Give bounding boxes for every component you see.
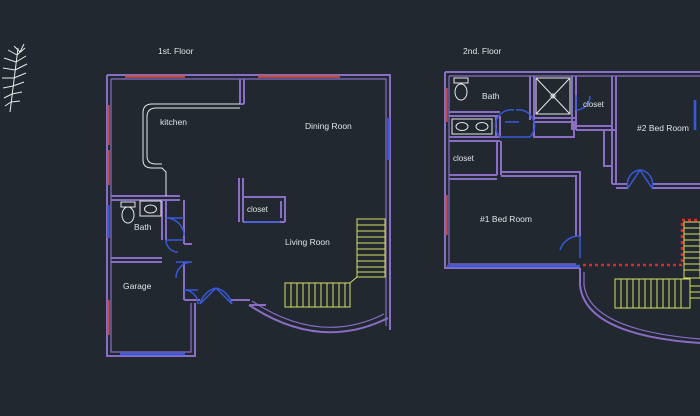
kitchen-counter [142,103,240,196]
room-label-closet-2b: closet [453,154,475,163]
stair-railing [583,218,700,267]
room-label-bath-2: Bath [482,91,500,101]
room-label-bath: Bath [134,222,152,232]
sink-icon [139,200,162,217]
room-label-closet: closet [247,205,269,214]
room-label-kitchen: kitchen [160,117,187,127]
interior-walls [111,79,286,301]
first-floor-plan: kitchen Dining Roon Bath closet Living R… [106,74,391,357]
room-label-bed-1: #1 Bed Room [480,214,532,224]
floor-1-title: 1st. Floor [158,46,194,56]
windows [107,75,390,356]
interior-walls [449,76,700,236]
sink-icon [451,118,493,135]
plant-icon [2,43,28,113]
outer-walls [444,71,700,344]
outer-walls [106,74,391,357]
first-floor-labels: kitchen Dining Roon Bath closet Living R… [123,117,352,291]
room-label-dining: Dining Roon [305,121,352,131]
second-floor-labels: Bath closet #2 Bed Room closet #1 Bed Ro… [453,91,689,224]
room-label-closet-2a: closet [583,100,605,109]
second-floor-plan: Bath closet #2 Bed Room closet #1 Bed Ro… [444,71,700,344]
toilet-icon [453,77,469,101]
stairs-1st-floor [284,218,386,308]
room-label-bed-2: #2 Bed Room [637,123,689,133]
doors [165,217,280,305]
windows [445,88,697,268]
room-label-living: Living Roon [285,237,330,247]
stairs-2nd-floor [614,221,700,309]
floor-2-title: 2nd. Floor [463,46,501,56]
room-label-garage: Garage [123,281,152,291]
shower-icon [535,77,571,115]
doors [494,95,654,258]
toilet-icon [120,201,136,224]
